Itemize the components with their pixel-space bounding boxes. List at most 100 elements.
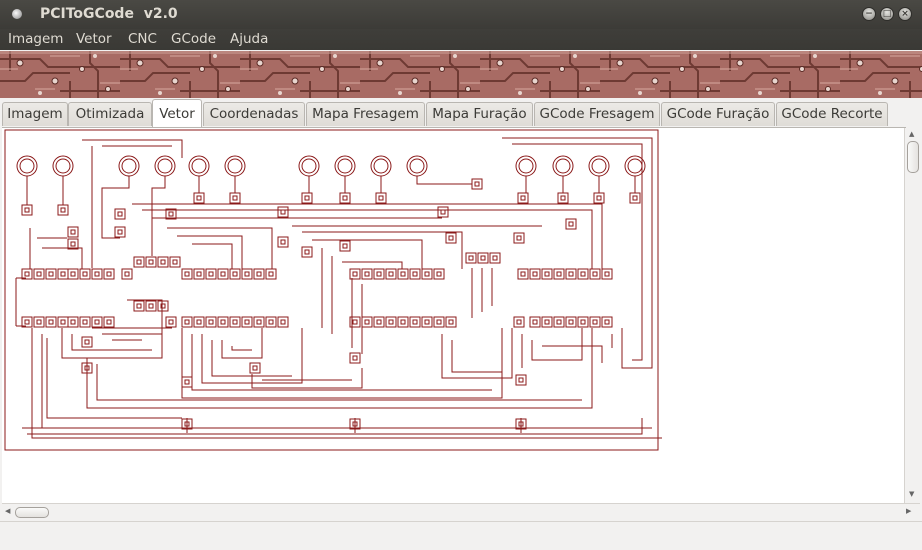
square-pad-hole <box>388 271 394 277</box>
square-pad <box>515 374 527 386</box>
square-pad <box>339 192 351 204</box>
arrow-left-icon[interactable]: ◀ <box>5 507 11 515</box>
square-pad <box>589 268 601 280</box>
square-pad-hole <box>604 271 610 277</box>
square-pad <box>114 208 126 220</box>
square-pad-hole <box>48 271 54 277</box>
square-pad <box>433 316 445 328</box>
square-pad <box>301 192 313 204</box>
close-icon[interactable]: × <box>898 7 912 21</box>
square-pad-hole <box>256 319 262 325</box>
copper-trace <box>351 278 363 354</box>
square-pad <box>103 316 115 328</box>
menu-bar: Imagem Vetor CNC GCode Ajuda <box>0 29 922 50</box>
menu-ajuda[interactable]: Ajuda <box>230 31 269 47</box>
square-pad <box>165 316 177 328</box>
square-pad-hole <box>220 319 226 325</box>
copper-trace <box>92 327 172 341</box>
arrow-down-icon[interactable]: ▼ <box>909 490 915 498</box>
tab-vetor[interactable]: Vetor <box>152 99 202 127</box>
square-pad <box>397 268 409 280</box>
tab-otimizada[interactable]: Otimizada <box>68 102 152 126</box>
copper-trace <box>15 277 26 327</box>
square-pad-hole <box>568 271 574 277</box>
square-pad-hole <box>196 271 202 277</box>
square-pad-hole <box>468 255 474 261</box>
square-pad-hole <box>632 195 638 201</box>
square-pad <box>205 268 217 280</box>
title-bar: PCIToGCode v2.0 − □ × <box>0 0 922 29</box>
square-pad-hole <box>474 181 480 187</box>
vertical-scrollbar[interactable]: ▲ ▼ <box>904 128 921 503</box>
square-pad-hole <box>184 271 190 277</box>
square-pad <box>145 300 157 312</box>
square-pad <box>21 316 33 328</box>
square-pad <box>217 268 229 280</box>
square-pad-hole <box>117 229 123 235</box>
tab-gcode-recorte[interactable]: GCode Recorte <box>776 102 888 126</box>
square-pad <box>593 192 605 204</box>
vertical-scroll-thumb[interactable] <box>907 141 919 173</box>
copper-trace <box>441 328 513 379</box>
square-pad <box>21 204 33 216</box>
square-pad <box>193 268 205 280</box>
square-pad-hole <box>424 319 430 325</box>
maximize-icon[interactable]: □ <box>880 7 894 21</box>
square-pad <box>217 316 229 328</box>
square-pad-hole <box>48 319 54 325</box>
square-pad-hole <box>160 259 166 265</box>
square-pad <box>133 256 145 268</box>
square-pad <box>165 208 177 220</box>
copper-trace <box>251 368 363 389</box>
tab-gcode-fresagem[interactable]: GCode Fresagem <box>534 102 660 126</box>
square-pad-hole <box>412 271 418 277</box>
tab-gcode-furacao[interactable]: GCode Furação <box>661 102 775 126</box>
horizontal-scrollbar[interactable]: ◀ ▶ <box>2 503 920 520</box>
tab-mapa-furacao[interactable]: Mapa Furação <box>426 102 533 126</box>
square-pad-hole <box>516 319 522 325</box>
arrow-right-icon[interactable]: ▶ <box>906 507 912 515</box>
arrow-up-icon[interactable]: ▲ <box>909 130 915 138</box>
square-pad <box>349 352 361 364</box>
square-pad-hole <box>448 235 454 241</box>
square-pad <box>339 240 351 252</box>
square-pad-hole <box>117 211 123 217</box>
vector-canvas[interactable] <box>2 127 906 503</box>
square-pad <box>253 316 265 328</box>
square-pad-hole <box>148 303 154 309</box>
tab-imagem[interactable]: Imagem <box>2 102 68 126</box>
square-pad-hole <box>160 303 166 309</box>
square-pad <box>181 316 193 328</box>
tab-mapa-fresagem[interactable]: Mapa Fresagem <box>306 102 425 126</box>
round-pad-inner <box>19 158 35 174</box>
square-pad-hole <box>184 379 190 385</box>
square-pad <box>57 316 69 328</box>
menu-vetor[interactable]: Vetor <box>76 31 112 47</box>
board-outline <box>4 129 659 451</box>
square-pad <box>601 268 613 280</box>
square-pad <box>114 226 126 238</box>
menu-cnc[interactable]: CNC <box>128 31 157 47</box>
square-pad <box>565 218 577 230</box>
square-pad-hole <box>560 195 566 201</box>
horizontal-scroll-thumb[interactable] <box>15 507 49 518</box>
square-pad <box>67 238 79 250</box>
square-pad <box>565 316 577 328</box>
square-pad <box>557 192 569 204</box>
square-pad <box>437 206 449 218</box>
square-pad <box>229 316 241 328</box>
square-pad <box>397 316 409 328</box>
square-pad <box>385 268 397 280</box>
square-pad-hole <box>82 271 88 277</box>
square-pad <box>489 252 501 264</box>
square-pad <box>169 256 181 268</box>
app-icon <box>12 9 22 19</box>
tab-bar: Imagem Otimizada Vetor Coordenadas Mapa … <box>0 98 922 128</box>
copper-trace <box>26 176 130 239</box>
tab-coordenadas[interactable]: Coordenadas <box>203 102 305 126</box>
minimize-icon[interactable]: − <box>862 7 876 21</box>
menu-gcode[interactable]: GCode <box>171 31 217 47</box>
menu-imagem[interactable]: Imagem <box>8 31 64 47</box>
square-pad <box>513 232 525 244</box>
round-pad-inner <box>555 158 571 174</box>
